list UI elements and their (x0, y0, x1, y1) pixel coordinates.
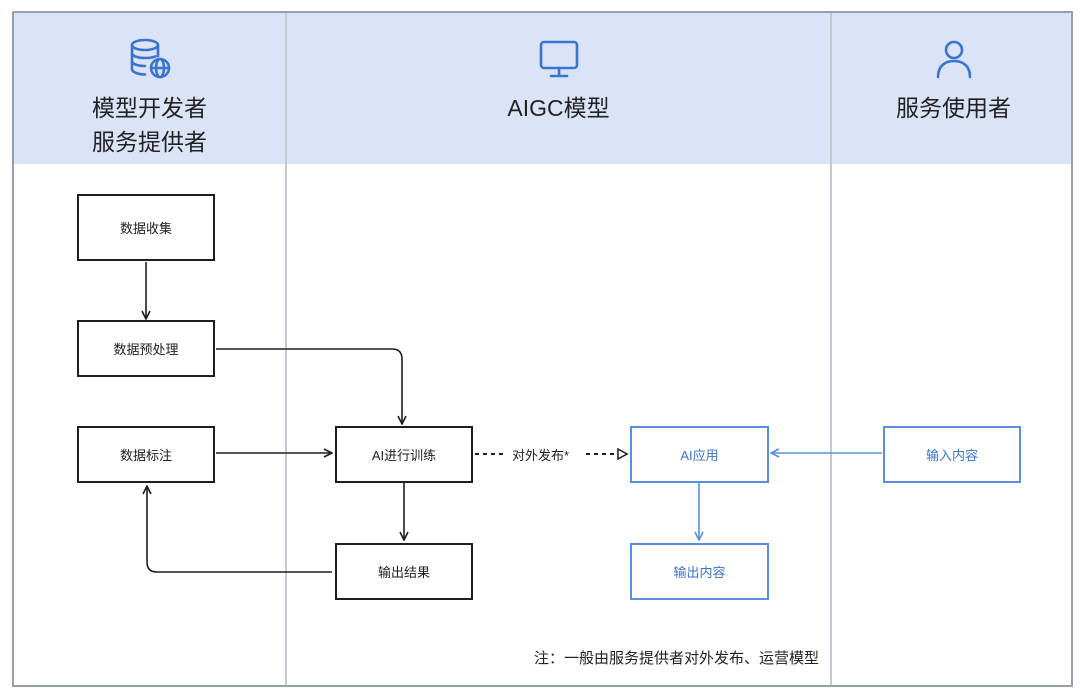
footnote-text: 注：一般由服务提供者对外发布、运营模型 (533, 650, 819, 667)
edge-output-to-labeling (147, 486, 332, 573)
node-ai-application: AI应用 (630, 426, 769, 483)
database-globe-icon (126, 35, 174, 83)
lane-header-developer: 模型开发者 服务提供者 (14, 13, 285, 164)
footnote: 注：一般由服务提供者对外发布、运营模型 (14, 647, 1071, 668)
diagram-frame: 模型开发者 服务提供者 AIGC模型 服务使用者 (12, 11, 1073, 687)
lane-divider-2 (830, 13, 832, 685)
edge-preprocessing-to-training (216, 348, 402, 424)
user-icon (930, 35, 978, 83)
node-data-collection: 数据收集 (77, 194, 215, 261)
node-input-content: 输入内容 (883, 426, 1021, 483)
node-data-preprocessing: 数据预处理 (77, 320, 215, 377)
node-data-labeling: 数据标注 (77, 426, 215, 483)
lane-header-model: AIGC模型 (287, 13, 830, 164)
lane-title-developer: 模型开发者 服务提供者 (92, 91, 207, 159)
lane-title-line-1: 模型开发者 (92, 95, 207, 121)
lane-title-model: AIGC模型 (507, 95, 610, 121)
lane-header-user: 服务使用者 (832, 13, 1071, 164)
node-output-content: 输出内容 (630, 543, 769, 600)
monitor-icon (535, 35, 583, 83)
node-output-result: 输出结果 (335, 543, 473, 600)
lane-title-line-2: 服务提供者 (92, 129, 207, 155)
edge-label-publish: 对外发布* (508, 445, 574, 464)
node-ai-training: AI进行训练 (335, 426, 473, 483)
header-band (14, 13, 1071, 164)
lane-title-user: 服务使用者 (896, 95, 1011, 121)
